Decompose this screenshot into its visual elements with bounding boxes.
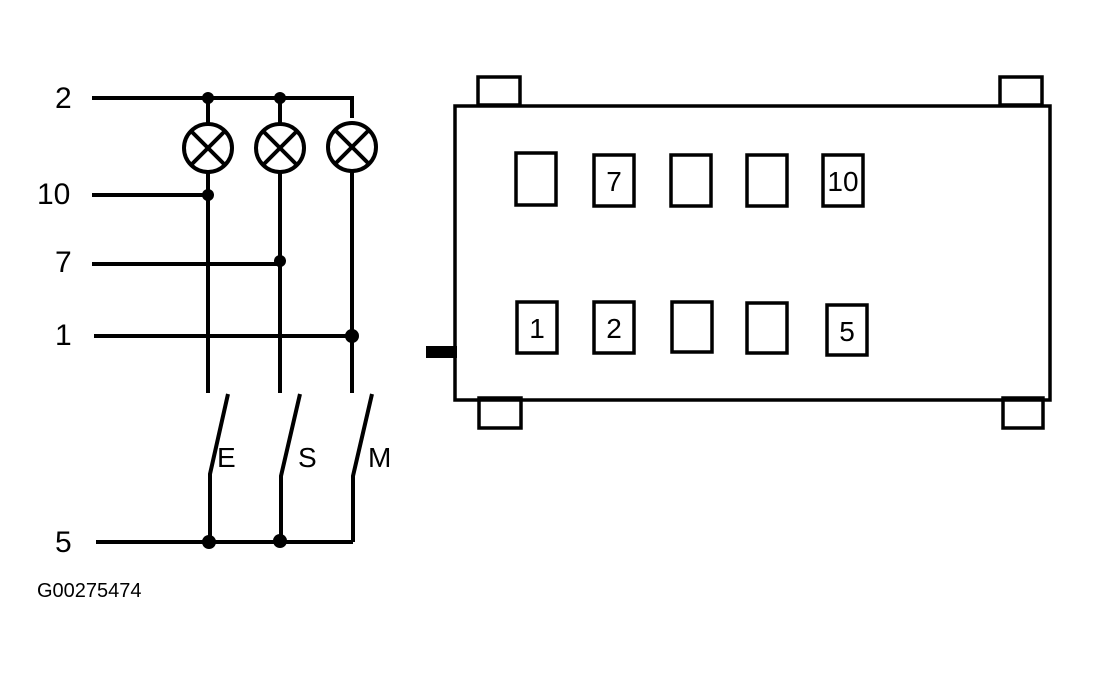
lamp-m-icon [326,121,378,173]
pin-label-5: 5 [839,316,855,347]
connector-face: 7 10 1 2 5 [426,75,1052,430]
switch-s-icon [279,393,302,540]
connector-tab [998,75,1044,107]
pin-cavity [745,153,789,208]
connector-key [426,346,457,358]
pin-label-1: 1 [529,313,545,344]
junction-dot [202,92,214,104]
junction-dot [202,189,214,201]
pin-cavity [745,301,789,355]
switch-label-m: M [368,442,391,473]
pin-label-7: 7 [606,166,622,197]
terminal-label-5: 5 [55,526,72,559]
pin-cavity-10 [821,153,865,208]
pin-cavity [669,153,713,208]
schematic: 2 10 7 1 5 [37,82,391,559]
pin-label-2: 2 [606,313,622,344]
pin-cavity-1 [515,300,559,355]
switch-label-s: S [298,442,317,473]
pin-cavity-7 [592,153,636,208]
terminal-label-10: 10 [37,178,70,211]
terminal-label-2: 2 [55,82,72,115]
junction-dot [345,329,359,343]
wire-terminal-2 [92,96,354,118]
connector-body [453,104,1052,402]
junction-dot [273,534,287,548]
switch-label-e: E [217,442,236,473]
lamp-s-icon [254,122,306,174]
pin-label-10: 10 [827,166,858,197]
switch-e-icon [208,393,230,540]
connector-tab [1001,396,1045,430]
pin-cavity [670,300,714,354]
terminal-label-7: 7 [55,246,72,279]
pin-cavity-5 [825,303,869,357]
connector-tab [476,75,522,107]
connector-tab [477,396,523,430]
junction-dot [274,92,286,104]
figure-id: G00275474 [37,580,142,602]
pin-cavity-2 [592,300,636,355]
pin-cavity [514,151,558,207]
junction-dot [274,255,286,267]
terminal-label-1: 1 [55,319,72,352]
switch-m-icon [351,393,374,542]
lamp-e-icon [182,122,234,174]
junction-dot [202,535,216,549]
